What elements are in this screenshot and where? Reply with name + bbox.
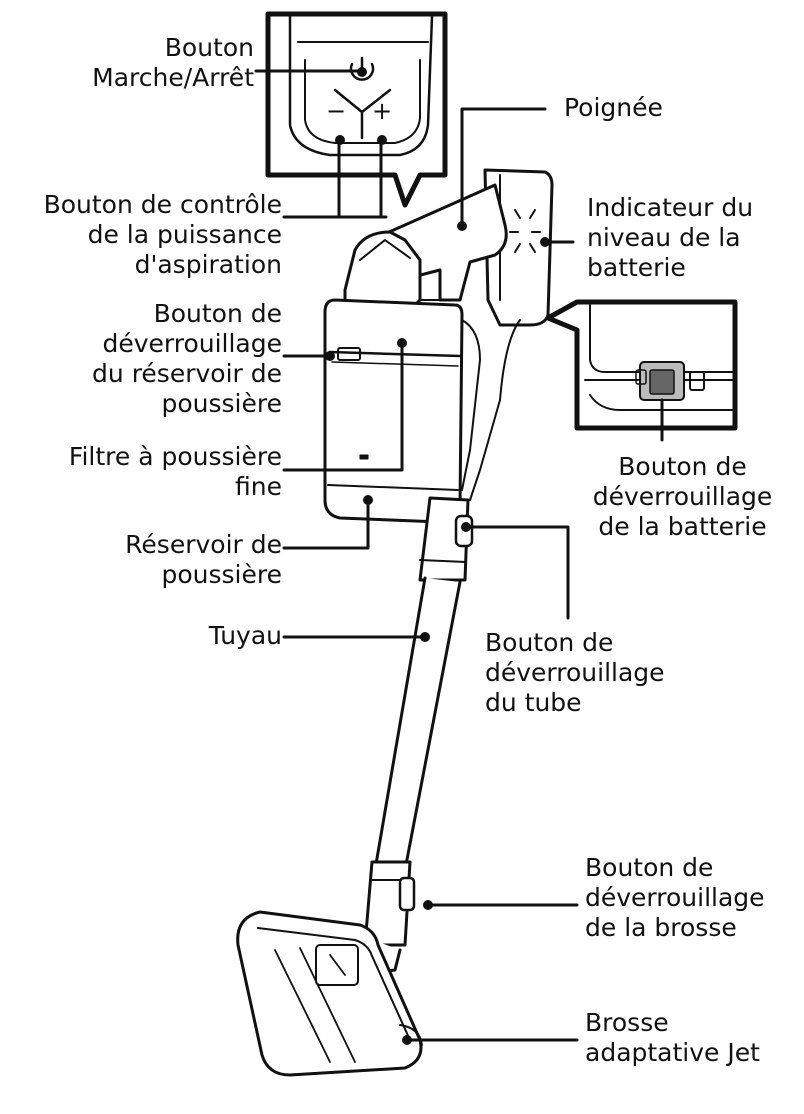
vacuum-body	[236, 168, 554, 1077]
battery-level-icon	[509, 209, 541, 253]
label-power-button: Bouton Marche/Arrêt	[92, 33, 254, 92]
control-panel-inset	[265, 11, 448, 208]
label-handle: Poignée	[564, 93, 663, 122]
leader-lines	[254, 69, 664, 1045]
label-fine-dust-filter: Filtre à poussière fine	[68, 442, 282, 501]
label-battery-indicator: Indicateur du niveau de la batterie	[587, 193, 754, 282]
label-dust-bin-release: Bouton de déverrouillage du réservoir de…	[92, 299, 282, 418]
label-dust-bin: Réservoir de poussière	[125, 530, 282, 589]
minus-symbol: −	[326, 97, 346, 125]
battery-release-inset	[545, 299, 738, 431]
plus-symbol: +	[372, 97, 392, 125]
label-suction-control: Bouton de contrôle de la puissance d'asp…	[43, 190, 282, 279]
label-pipe: Tuyau	[208, 621, 282, 650]
label-jet-brush: Brosse adaptative Jet	[585, 1008, 760, 1067]
label-brush-release: Bouton de déverrouillage de la brosse	[585, 853, 765, 942]
label-battery-release: Bouton de déverrouillage de la batterie	[592, 452, 773, 541]
label-tube-release: Bouton de déverrouillage du tube	[485, 628, 665, 717]
